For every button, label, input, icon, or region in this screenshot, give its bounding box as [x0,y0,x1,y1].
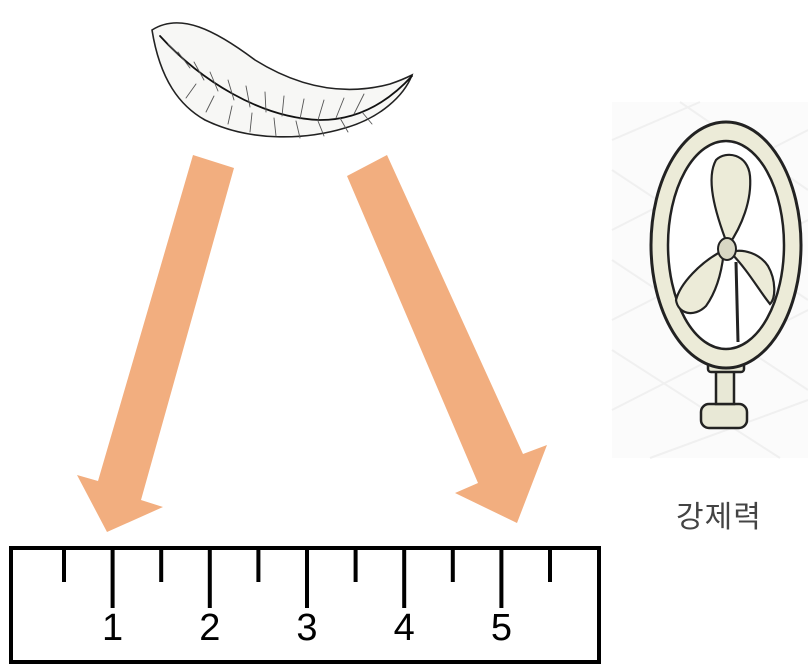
ruler: 1 2 3 4 5 [11,548,599,662]
fan-pole [736,262,738,342]
ruler-tick-label: 1 [102,607,123,649]
electric-fan-icon [612,102,808,458]
arrow-down-left [77,155,234,532]
feather-shape [152,23,412,137]
arrow-down-right [347,155,547,523]
fan-base-plate [701,404,747,428]
fan-label: 강제력 [676,492,762,536]
feather-icon [152,23,412,138]
ruler-tick-label: 3 [296,607,317,649]
arrows-group [77,155,547,532]
ruler-tick-label: 4 [394,607,415,649]
fan-hub [718,238,736,260]
ruler-tick-label: 2 [199,607,220,649]
ruler-tick-label: 5 [491,607,512,649]
